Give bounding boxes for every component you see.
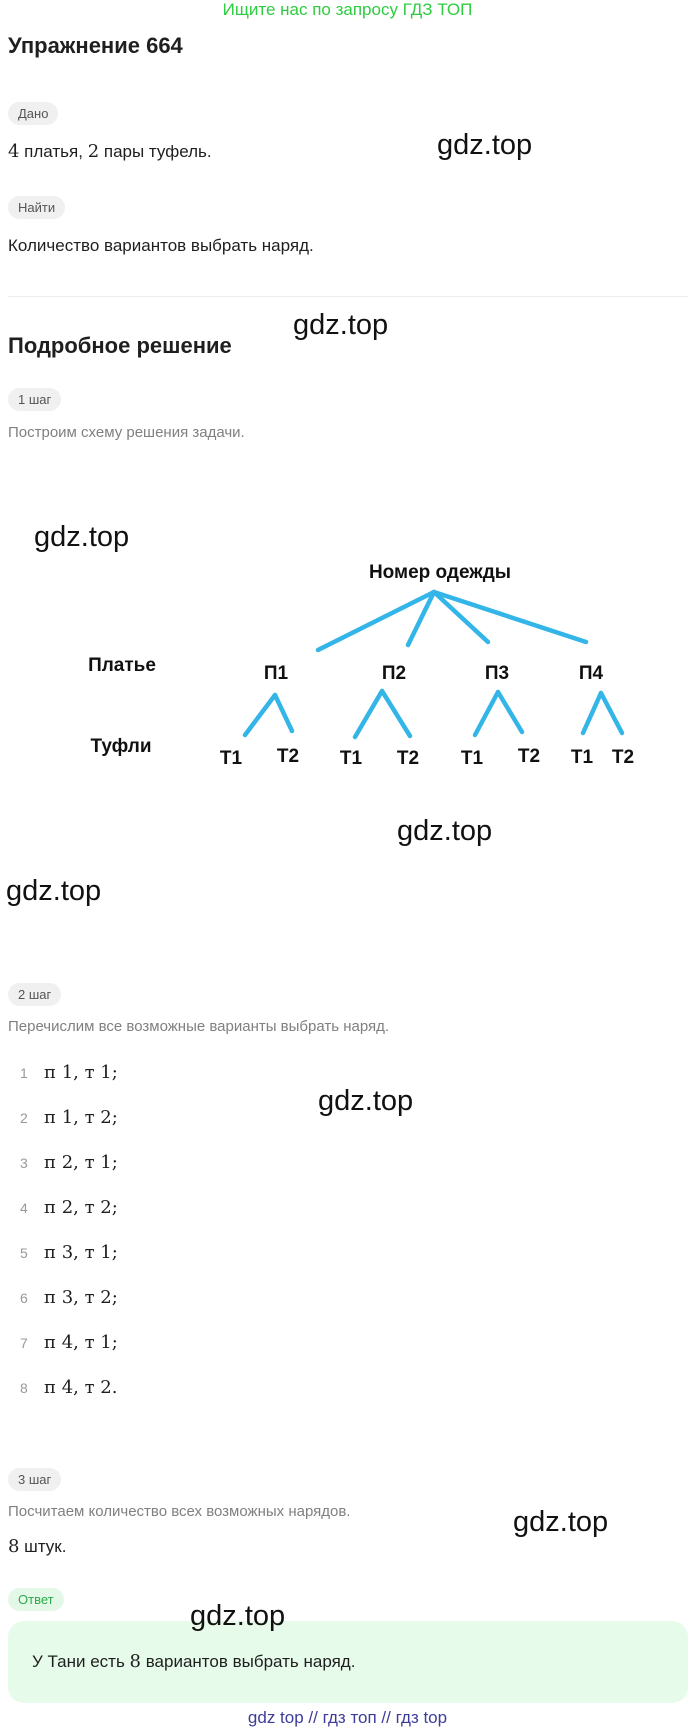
step2-chip: 2 шаг [8,983,62,1006]
list-item: 7 п 4, т 1; [20,1332,118,1362]
step3-chip: 3 шаг [8,1468,62,1491]
list-item-number: 4 [20,1200,28,1216]
given-text: 4 платья, 2 пары туфель. [8,141,212,162]
line-root-p2 [405,589,437,648]
tree-shoe-label: Т1 [461,748,484,769]
tree-lines [242,589,625,740]
answer-text-end: вариантов выбрать наряд. [140,1652,356,1671]
watermark: gdz.top [318,1085,414,1117]
find-chip-wrap: Найти [8,196,66,219]
list-item-text: п 2, т 1; [44,1152,118,1173]
line-p1-t1 [242,692,278,738]
list-item: 5 п 3, т 1; [20,1242,118,1272]
list-item: 3 п 2, т 1; [20,1152,118,1182]
divider [8,296,688,297]
top-banner[interactable]: Ищите нас по запросу ГДЗ ТОП [222,0,473,19]
line-p4-t2 [598,690,625,736]
find-chip: Найти [8,196,66,219]
step3-result-text: штук. [19,1537,67,1556]
step2-text: Перечислим все возможные варианты выбрат… [8,1018,390,1035]
given-chip-wrap: Дано [8,102,59,125]
tree-dress-label: П2 [382,663,406,684]
page-title: Упражнение 664 [8,33,183,58]
given-text-dresses: платья, [19,142,88,161]
answer-chip-wrap: Ответ [8,1588,64,1611]
list-item: 4 п 2, т 2; [20,1197,118,1227]
tree-root-label: Номер одежды [369,562,511,583]
line-root-p3 [431,589,491,645]
list-item-text: п 4, т 1; [44,1332,118,1353]
line-p1-t2 [272,692,295,734]
step1-chip: 1 шаг [8,388,62,411]
list-item: 6 п 3, т 2; [20,1287,118,1317]
list-item-text: п 1, т 1; [44,1062,118,1083]
line-root-p1 [315,589,437,653]
answer-number: 8 [129,1651,141,1672]
list-item-number: 2 [20,1110,28,1126]
list-item-text: п 1, т 2; [44,1107,118,1128]
outfit-tree-diagram: Номер одежды Платье Туфли П1 П2 П3 П4 Т1… [88,562,634,769]
list-item: 1 п 1, т 1; [20,1062,118,1092]
footer-links[interactable]: gdz top // гдз топ // гдз top [247,1708,448,1727]
list-item-number: 5 [20,1245,28,1261]
step2-chip-wrap: 2 шаг [8,983,62,1006]
step3-text: Посчитаем количество всех возможных наря… [8,1503,351,1520]
given-num-shoes: 2 [87,141,100,162]
tree-row-label-shoes: Туфли [90,736,151,757]
tree-shoe-label: Т1 [340,748,363,769]
answer-text-start: У Тани есть [32,1652,130,1671]
line-p3-t1 [472,689,501,738]
tree-shoe-label: Т2 [612,747,634,768]
solution-title: Подробное решение [8,333,232,358]
watermark: gdz.top [293,309,389,341]
list-item-text: п 4, т 2. [44,1377,118,1398]
tree-shoe-label: Т2 [397,748,419,769]
given-text-shoes: пары туфель. [99,142,212,161]
line-p2-t2 [379,688,413,739]
watermark: gdz.top [513,1506,609,1538]
line-root-p4 [431,589,589,645]
list-item-number: 3 [20,1155,28,1171]
tree-row-label-dress: Платье [88,655,156,676]
step1-text: Построим схему решения задачи. [8,424,245,441]
watermark: gdz.top [34,521,130,553]
watermark: gdz.top [437,129,533,161]
list-item: 8 п 4, т 2. [20,1377,117,1407]
find-text: Количество вариантов выбрать наряд. [8,236,314,255]
tree-dress-label: П1 [264,663,289,684]
tree-dress-label: П3 [485,663,509,684]
line-p4-t1 [580,690,604,736]
line-p2-t1 [352,688,385,740]
step3-result-number: 8 [8,1536,20,1557]
given-chip: Дано [8,102,59,125]
tree-shoe-label: Т2 [277,746,299,767]
watermark: gdz.top [190,1600,286,1632]
tree-shoe-label: Т1 [220,748,243,769]
given-num-dresses: 4 [8,141,20,162]
watermark: gdz.top [6,875,102,907]
list-item-text: п 3, т 2; [44,1287,118,1308]
list-item: 2 п 1, т 2; [20,1107,118,1137]
line-p3-t2 [495,689,525,735]
answer-box [8,1621,688,1703]
list-item-text: п 3, т 1; [44,1242,118,1263]
step3-chip-wrap: 3 шаг [8,1468,62,1491]
step1-chip-wrap: 1 шаг [8,388,62,411]
tree-shoe-label: Т1 [571,747,594,768]
step3-result: 8 штук. [8,1536,66,1557]
answer-chip: Ответ [8,1588,64,1611]
list-item-number: 1 [20,1065,28,1081]
list-item-number: 7 [20,1335,28,1351]
list-item-number: 8 [20,1380,28,1396]
tree-dress-label: П4 [579,663,604,684]
list-item-text: п 2, т 2; [44,1197,118,1218]
list-item-number: 6 [20,1290,28,1306]
answer-text: У Тани есть 8 вариантов выбрать наряд. [32,1651,355,1672]
watermark: gdz.top [397,815,493,847]
tree-shoe-label: Т2 [518,746,540,767]
